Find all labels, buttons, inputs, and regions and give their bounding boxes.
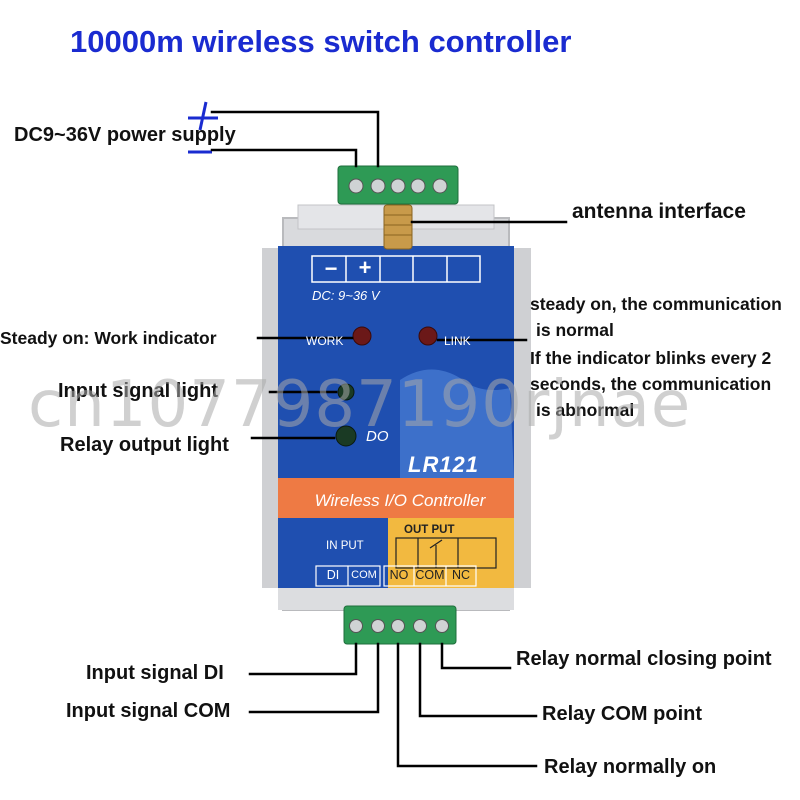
output-panel <box>388 518 514 588</box>
relay-nc-label: Relay normal closing point <box>516 648 772 670</box>
relay-no-label: Relay normally on <box>544 756 717 778</box>
power-supply-label: DC9~36V power supply <box>14 124 236 146</box>
watermark: cn1077987190rjnae <box>28 368 692 442</box>
input-section-label: IN PUT <box>326 540 364 552</box>
relay-light-label: Relay output light <box>60 434 229 456</box>
led-di <box>337 383 355 401</box>
diagram-title: 10000m wireless switch controller <box>70 24 572 59</box>
product-label: Wireless I/O Controller <box>314 491 486 510</box>
led-work-label: WORK <box>306 334 344 348</box>
work-indicator-label: Steady on: Work indicator <box>0 328 217 348</box>
link-desc-line4: seconds, the communication <box>530 374 772 394</box>
front-panel-orange <box>278 478 514 518</box>
plus-mark-v <box>198 101 208 131</box>
panel-terminal-outline <box>311 255 481 283</box>
housing-bottom <box>278 588 514 610</box>
term-com-out-label: COM <box>415 568 445 582</box>
input-com-label: Input signal COM <box>66 700 231 722</box>
terminal-minus-label: − <box>324 256 338 281</box>
led-do <box>335 425 357 447</box>
antenna-label: antenna interface <box>572 200 746 223</box>
output-section-label: OUT PUT <box>404 524 455 536</box>
term-no-label: NO <box>389 568 409 582</box>
link-desc-line2: is normal <box>536 320 614 340</box>
led-link <box>418 326 438 346</box>
output-terminal-outline <box>383 565 477 587</box>
link-desc-line1: steady on, the communication <box>530 294 782 314</box>
led-work <box>352 326 372 346</box>
housing-side-right <box>509 248 531 588</box>
wave-graphic <box>400 369 514 478</box>
terminal-plus-label: + <box>358 255 372 280</box>
input-light-label: Input signal light <box>58 380 218 402</box>
term-nc-label: NC <box>451 568 471 582</box>
led-link-label: LINK <box>444 334 471 348</box>
model-label: LR121 <box>408 452 480 477</box>
input-panel <box>278 518 388 588</box>
link-desc-line5: is abnormal <box>536 400 635 420</box>
term-di-label: DI <box>326 568 340 582</box>
link-desc-line3: If the indicator blinks every 2 <box>530 348 772 368</box>
antenna-connector <box>383 204 413 250</box>
term-com-in-label: COM <box>351 569 377 581</box>
relay-com-label: Relay COM point <box>542 703 703 725</box>
input-di-label: Input signal DI <box>86 662 224 684</box>
led-do-label: DO <box>366 428 389 445</box>
dc-rating: DC: 9~36 V <box>312 288 380 303</box>
